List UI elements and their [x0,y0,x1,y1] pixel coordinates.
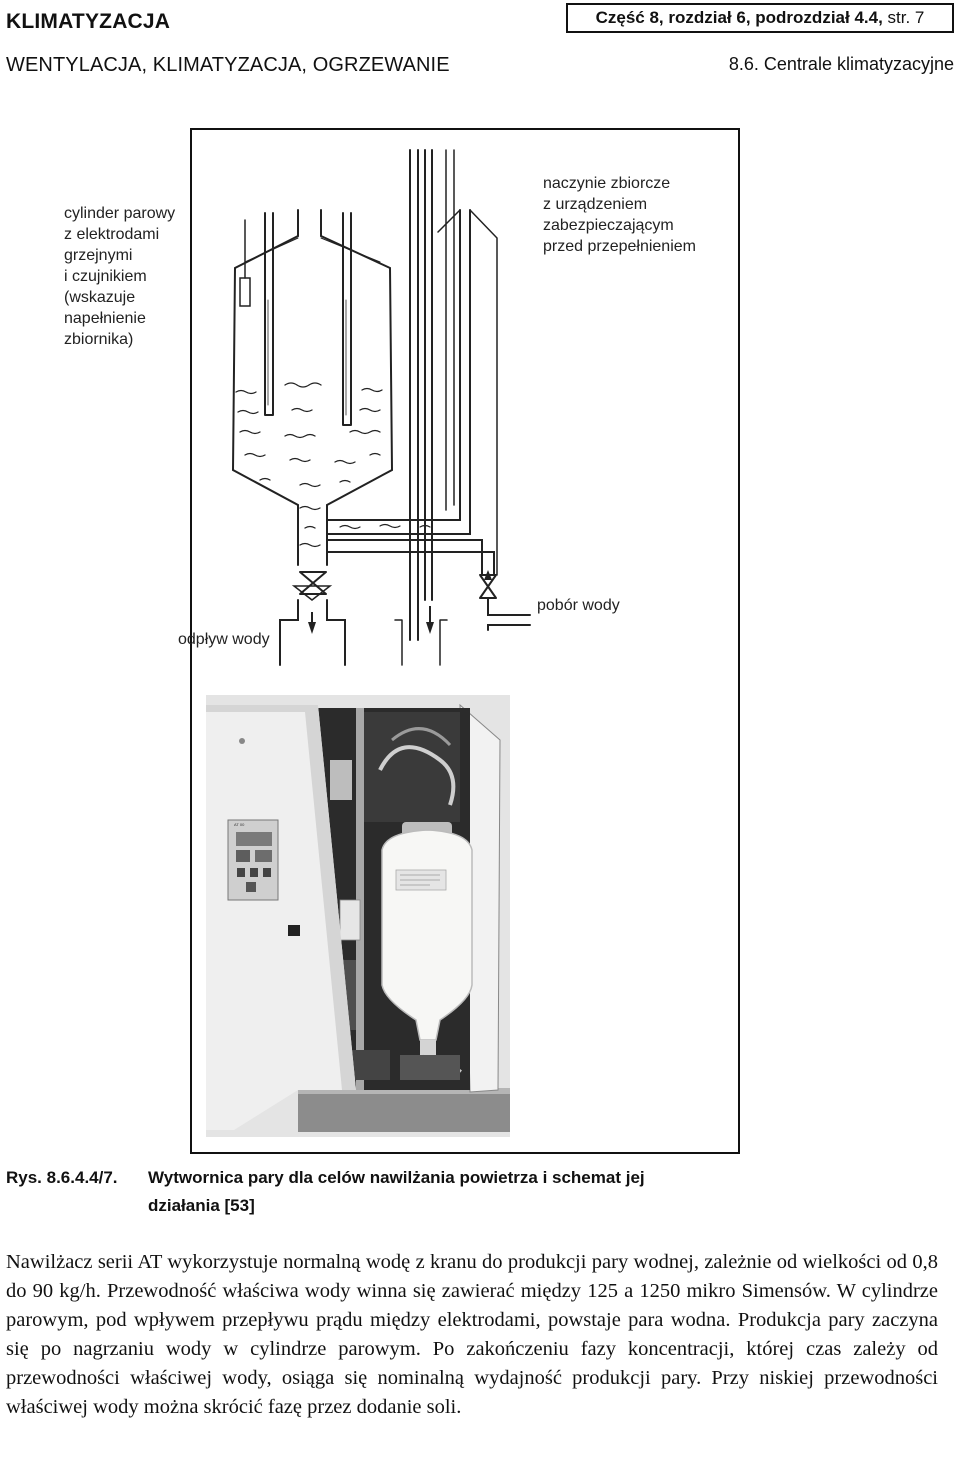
inlet-valve [479,574,497,599]
unit-base [298,1090,510,1132]
connecting-pipe-upper [326,209,471,535]
overflow-pipe-outer [409,149,419,641]
display-screen [236,832,272,846]
sensor-probe [239,277,251,307]
humidifier-photo: AT 00 [206,695,510,1137]
label-water-inlet: pobór wody [537,597,620,614]
inlet-arrow-icon [484,570,492,580]
label-water-outlet: odpływ wody [178,631,270,648]
left-electrode [264,212,274,416]
section-title: KLIMATYZACJA [6,10,171,33]
water-level [235,382,383,548]
connecting-pipe-lower [326,539,495,576]
inlet-pipe [487,597,531,631]
figure-caption: Rys. 8.6.4.4/7. Wytwornica pary dla celów… [6,1164,956,1220]
overflow-arrow-icon [426,622,434,634]
subtitle: WENTYLACJA, KLIMATYZACJA, OGRZEWANIE [6,54,450,76]
caption-number: Rys. 8.6.4.4/7. [6,1168,118,1187]
part-reference-box: Część 8, rozdział 6, podrozdział 4.4, st… [566,3,954,33]
chapter-title: 8.6. Centrale klimatyzacyjne [728,54,954,74]
drain-valve [299,571,327,595]
right-electrode [342,212,352,426]
overflow-pipe-inner [424,149,433,601]
body-paragraph: Nawilżacz serii AT wykorzystuje normalną… [6,1251,938,1418]
control-panel-label: AT 00 [234,822,245,827]
drain-pipe [279,599,346,666]
power-switch [288,925,300,936]
cylinder-outline [231,209,394,551]
caption-text: Wytwornica pary dla celów nawilżania pow… [148,1168,645,1215]
page-number: str. 7 [882,8,925,27]
part-reference: Część 8, rozdział 6, podrozdział 4.4, [595,8,883,27]
figure-frame [190,128,740,1154]
drain-arrow-icon [308,622,316,634]
